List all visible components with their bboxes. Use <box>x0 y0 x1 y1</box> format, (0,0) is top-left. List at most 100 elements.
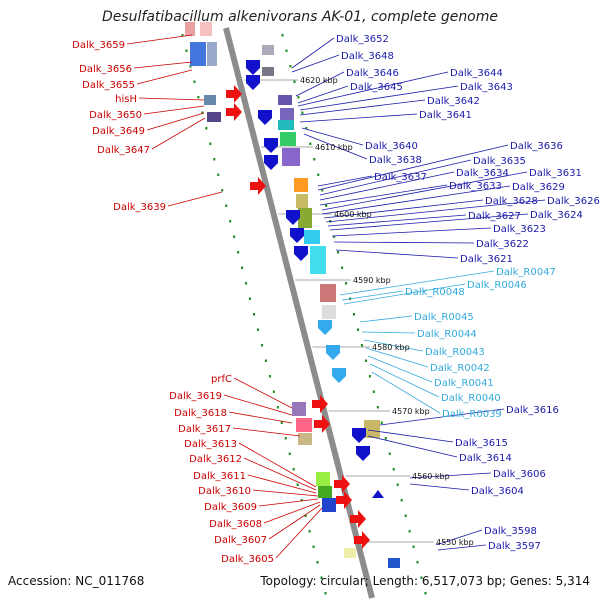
gene-label-right: Dalk_3646 <box>346 68 399 79</box>
leader-line <box>325 199 546 223</box>
leader-line <box>136 69 193 85</box>
gene-label-right: Dalk_3631 <box>529 168 582 179</box>
gene-blocks <box>185 22 400 568</box>
gene-label-right: Dalk_3616 <box>506 405 559 416</box>
gene-block <box>282 148 300 166</box>
kbp-marker: 4560 kbp <box>412 472 450 481</box>
gene-label-left: prfC <box>211 374 232 385</box>
gene-label-left: Dalk_3612 <box>189 454 242 465</box>
gene-block <box>296 418 312 432</box>
gene-label-right: Dalk_3615 <box>455 438 508 449</box>
gene-label-right: Dalk_3626 <box>547 196 600 207</box>
leader-line <box>319 171 455 201</box>
gene-block <box>190 42 206 66</box>
leader-line <box>367 435 458 458</box>
leader-line <box>367 429 454 443</box>
gene-label-right: Dalk_3645 <box>350 82 403 93</box>
leader-line <box>333 241 475 244</box>
gene-label-right: Dalk_3648 <box>341 51 394 62</box>
gene-label-right: Dalk_3623 <box>493 224 546 235</box>
gene-label-right: Dalk_3652 <box>336 34 389 45</box>
gene-label-left: Dalk_3639 <box>113 202 166 213</box>
gene-block <box>318 486 332 498</box>
gene-label-right: Dalk_3629 <box>512 182 565 193</box>
gene-label-right: Dalk_3614 <box>459 453 512 464</box>
leader-line <box>126 34 193 45</box>
gene-block <box>304 230 320 244</box>
leader-line <box>321 185 511 215</box>
gene-arrow <box>290 228 304 243</box>
leader-line <box>301 127 364 146</box>
gene-label-left: Dalk_3607 <box>214 535 267 546</box>
leader-line <box>339 270 495 296</box>
leader-line <box>258 498 319 507</box>
gene-arrow <box>314 415 330 433</box>
leader-line <box>223 394 293 416</box>
gene-label-right: Dalk_3644 <box>450 68 503 79</box>
gene-block <box>296 194 308 208</box>
gene-label-left: Dalk_3608 <box>209 519 262 530</box>
gene-block <box>320 284 336 302</box>
leader-line <box>379 408 505 426</box>
leader-line <box>297 85 349 104</box>
leader-line <box>291 54 340 73</box>
gene-label-right: Dalk_3643 <box>460 82 513 93</box>
leader-line <box>232 427 301 437</box>
gene-block <box>262 45 274 55</box>
rna-label: Dalk_R0047 <box>496 267 556 278</box>
gene-block <box>278 120 294 130</box>
gene-label-left: Dalk_3656 <box>79 64 132 75</box>
leader-line <box>233 377 293 409</box>
gene-label-right: Dalk_3634 <box>456 168 509 179</box>
leader-line <box>369 363 440 398</box>
gene-label-right: Dalk_3624 <box>530 210 583 221</box>
gene-label-right: Dalk_3627 <box>468 211 521 222</box>
gene-block <box>322 498 336 512</box>
leader-line <box>367 355 433 383</box>
gene-label-right: Dalk_3637 <box>374 172 427 183</box>
gene-label-right: Dalk_3597 <box>488 541 541 552</box>
leader-line <box>361 331 416 334</box>
gene-arrow <box>372 490 384 498</box>
gene-arrow <box>264 138 278 153</box>
gene-arrow <box>318 320 332 335</box>
gene-arrow <box>246 75 260 90</box>
gene-arrow <box>332 368 346 383</box>
genome-title: Desulfatibacillum alkenivorans AK-01, co… <box>101 9 499 25</box>
gene-block <box>294 178 308 192</box>
leader-line <box>319 184 448 206</box>
gene-label-left: Dalk_3649 <box>92 126 145 137</box>
gene-block <box>322 305 336 319</box>
gene-block <box>200 22 212 36</box>
leader-line <box>299 113 418 123</box>
gene-label-left: Dalk_3609 <box>204 502 257 513</box>
leader-line <box>409 483 470 491</box>
leader-line <box>138 97 205 101</box>
gene-block <box>207 112 221 122</box>
genome-summary-text: Topology: circular; Length: 6,517,073 bp… <box>260 574 590 588</box>
gene-block <box>364 420 380 438</box>
gene-block <box>388 558 400 568</box>
leader-line <box>437 544 487 551</box>
gene-label-left: Dalk_3610 <box>198 486 251 497</box>
leader-line <box>268 504 321 540</box>
gene-block <box>204 95 216 105</box>
leader-line <box>295 71 345 97</box>
leader-line <box>275 507 323 559</box>
accession-text: Accession: NC_011768 <box>8 574 145 588</box>
gene-label-left: hisH <box>115 94 137 105</box>
rna-label: Dalk_R0041 <box>434 378 494 389</box>
gene-block <box>278 95 292 105</box>
rna-label: Dalk_R0046 <box>467 280 527 291</box>
leader-line <box>252 489 319 497</box>
gene-arrow <box>352 428 366 443</box>
leader-line <box>359 315 413 323</box>
gene-label-left: Dalk_3617 <box>178 424 231 435</box>
rna-label: Dalk_R0040 <box>441 393 501 404</box>
gene-label-right: Dalk_3638 <box>369 155 422 166</box>
kbp-marker: 4570 kbp <box>392 407 430 416</box>
gene-label-right: Dalk_3621 <box>460 254 513 265</box>
gene-block <box>292 402 306 416</box>
leader-line <box>327 214 467 227</box>
gene-arrow <box>334 475 350 493</box>
